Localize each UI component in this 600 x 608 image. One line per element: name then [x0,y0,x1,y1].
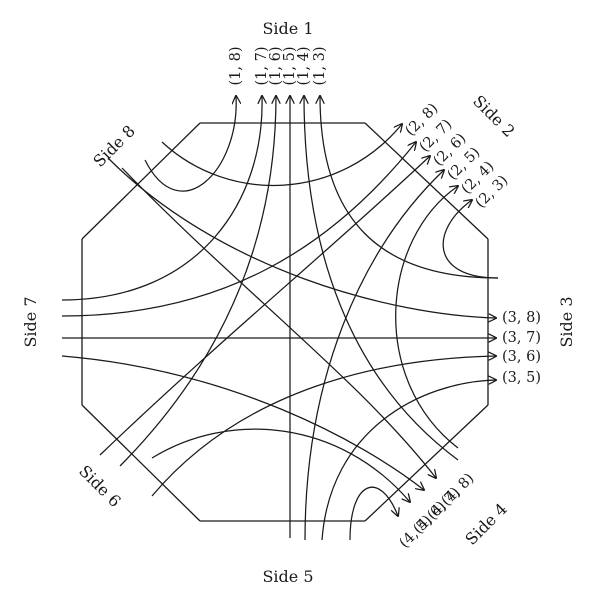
side-3-pair-labels: (3, 8) (3, 7) (3, 6) (3, 5) [502,310,541,386]
curve-1-4 [304,96,459,461]
pair-label-3-5: (3, 5) [502,370,541,386]
curve-4-7 [61,355,424,490]
side-label-7: Side 7 [21,296,40,347]
curve-4-5 [349,486,398,541]
curve-3-6 [151,356,496,497]
octagon-edge-side-4 [364,404,489,522]
pair-label-1-3: (1, 3) [312,47,328,86]
pair-label-4-5: (4, 5) [397,513,436,552]
curve-1-7 [61,96,262,301]
octagon-edge-side-8 [81,122,201,240]
side-label-1: Side 1 [262,19,313,38]
curve-2-6 [99,156,430,456]
curve-1-3 [320,96,499,279]
curve-3-5 [321,380,496,541]
pair-label-1-8: (1, 8) [228,47,244,86]
pair-label-3-7: (3, 7) [502,330,541,346]
curve-1-8 [144,96,236,192]
curve-2-4 [395,186,458,449]
side-label-4: Side 4 [461,499,511,549]
curve-2-8 [161,124,402,187]
octagon-edge-side-6 [81,404,201,522]
pair-label-1-7: (1, 7) [254,47,270,86]
curve-4-6 [151,428,410,502]
curve-2-7 [61,142,416,317]
curve-1-6 [119,96,276,467]
curve-2-5 [304,170,444,541]
side-labels: Side 1 Side 2 Side 3 Side 4 Side 5 Side … [21,19,576,586]
pair-label-3-6: (3, 6) [502,349,541,365]
pair-label-3-8: (3, 8) [502,310,541,326]
side-label-3: Side 3 [557,296,576,347]
side-1-pair-labels: (1, 8) (1, 7) (1, 6) (1, 5) (1, 4) (1, 3… [228,47,328,86]
side-label-5: Side 5 [262,567,313,586]
pair-label-1-6: (1, 6) [268,47,284,86]
curve-3-8 [107,157,496,318]
curve-4-8 [121,167,436,478]
curve-2-3 [442,200,499,279]
pair-label-1-5: (1, 5) [282,47,298,86]
side-label-6: Side 6 [75,461,125,511]
connection-curves [61,96,499,541]
pair-label-1-4: (1, 4) [296,47,312,86]
octagon-outline [81,122,489,522]
side-label-2: Side 2 [469,91,519,141]
